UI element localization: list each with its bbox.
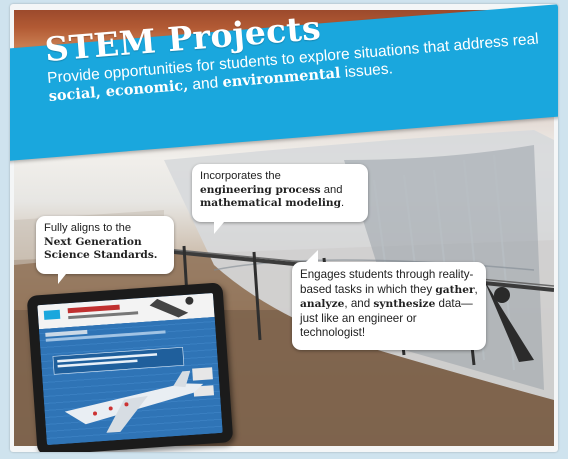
subtitle-mid: and	[187, 74, 224, 94]
callout-engineering-line3: mathematical modeling.	[200, 197, 360, 211]
callout-standards-line1: Fully aligns to the	[44, 222, 132, 234]
tablet-screen-blueprint	[39, 316, 223, 445]
callout-data-tasks: Engages students through reality-based t…	[292, 250, 486, 350]
tablet-device-icon	[26, 282, 234, 452]
callout-data-comma2: , and	[344, 297, 371, 310]
callout-engineering-end: .	[341, 197, 345, 209]
callout-data-comma1: ,	[474, 282, 478, 296]
callout-tail	[306, 250, 318, 262]
callout-data-bold-gather: gather	[435, 283, 475, 296]
tablet-screen-header	[37, 293, 215, 330]
subtitle-suffix: issues.	[339, 60, 394, 82]
airplane-illustration	[45, 329, 215, 433]
callout-engineering: Incorporates the engineering process and…	[192, 164, 368, 234]
callout-tail	[214, 222, 224, 234]
callout-engineering-bold2: mathematical modeling	[200, 197, 342, 209]
stem-feature-card: STEM Projects Provide opportunities for …	[10, 4, 558, 452]
tablet-screen	[37, 293, 223, 445]
callout-engineering-line1: Incorporates the	[200, 170, 281, 182]
callout-data-end: data—just like an engineer or technologi…	[300, 297, 473, 339]
callout-engineering-line2: engineering process and	[200, 184, 360, 198]
callout-data-line1: Engages students through reality-based t…	[300, 268, 474, 296]
callout-standards-bold: Next Generation Science Standards.	[44, 235, 158, 262]
callout-engineering-bold1: engineering process	[200, 183, 321, 196]
callout-data-bold-analyze: analyze	[300, 298, 345, 310]
callout-engineering-mid: and	[320, 183, 343, 196]
tablet-header-graphic	[43, 296, 194, 320]
callout-data-bold-synthesize: synthesize	[373, 298, 436, 310]
callout-standards: Fully aligns to the Next Generation Scie…	[36, 216, 174, 284]
callout-tail	[58, 274, 66, 284]
